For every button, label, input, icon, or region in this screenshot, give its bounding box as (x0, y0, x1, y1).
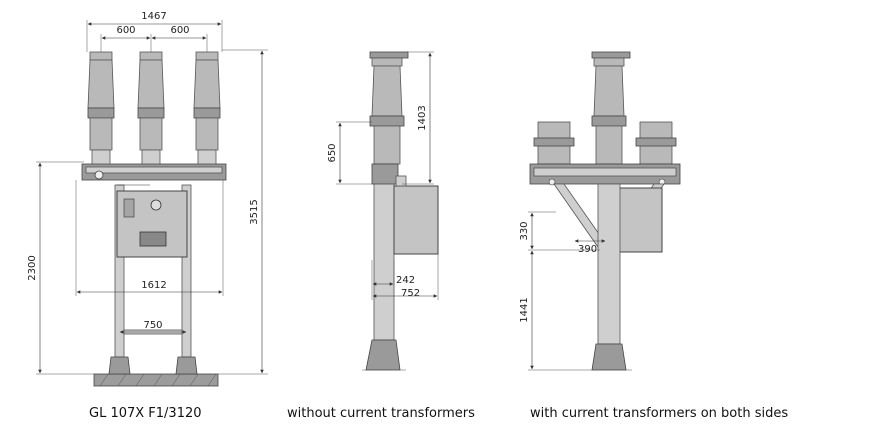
dim-bracket-height: 330 (519, 221, 530, 240)
dim-total-height: 3515 (249, 199, 260, 224)
dim-cabinet-depth: 752 (401, 288, 420, 299)
current-transformer-right (635, 121, 677, 165)
support-column (373, 163, 395, 341)
front-view-breaker: 1467 600 600 3515 2300 1612 750 (27, 11, 268, 387)
current-transformer-left (533, 121, 575, 165)
dim-pole-pitch-b: 600 (170, 25, 189, 36)
dim-bracket-width: 390 (578, 244, 597, 255)
side-view-with-ct: 330 390 1441 (519, 51, 681, 371)
side-view-without-ct: 1403 650 242 752 (327, 51, 439, 371)
dim-ct-base-height: 1441 (519, 297, 530, 322)
dim-frame-width: 1612 (141, 280, 166, 291)
dim-overall-width: 1467 (141, 11, 166, 22)
pole-3 (193, 51, 221, 165)
dim-frame-height: 2300 (27, 255, 38, 280)
dim-pole-offset: 650 (327, 143, 338, 162)
dim-column-width: 242 (396, 275, 415, 286)
caption-right: with current transformers on both sides (530, 406, 789, 421)
pole-2 (137, 51, 165, 165)
dim-pole-pitch-a: 600 (116, 25, 135, 36)
cabinet-side (393, 185, 439, 255)
dim-pole-height: 1403 (417, 105, 428, 130)
ground-slab (93, 373, 219, 387)
caption-middle: without current transformers (287, 406, 475, 421)
pole-1 (87, 51, 115, 165)
interrupter-column (371, 65, 403, 117)
caption-left: GL 107X F1/3120 (89, 406, 202, 421)
dim-leg-spacing: 750 (143, 320, 162, 331)
